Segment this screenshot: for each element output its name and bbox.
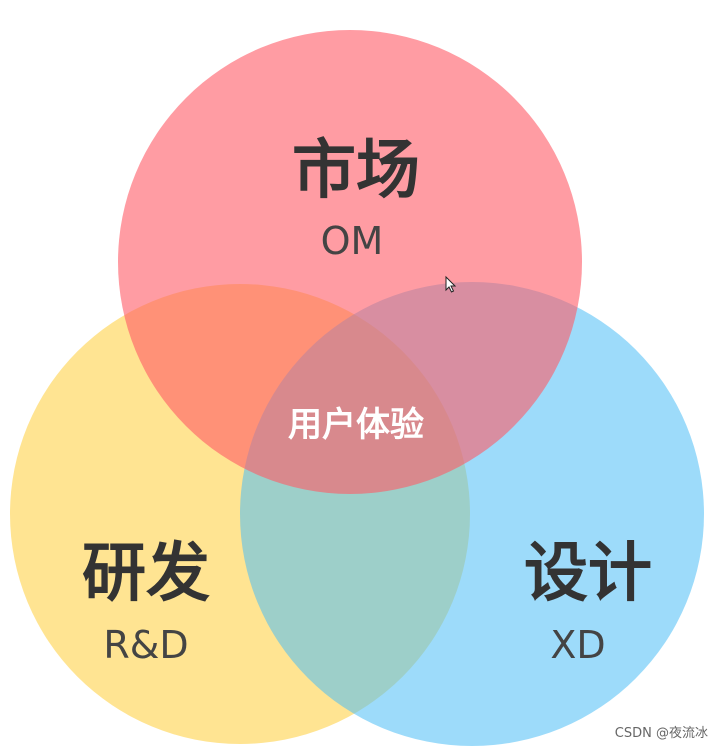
mouse-cursor-icon — [445, 275, 457, 293]
market-subtitle: OM — [321, 219, 384, 263]
design-subtitle: XD — [550, 623, 605, 667]
market-circle — [118, 30, 582, 494]
market-title: 市场 — [292, 134, 420, 208]
rnd-subtitle: R&D — [103, 623, 188, 667]
rnd-title: 研发 — [82, 537, 210, 611]
design-title: 设计 — [524, 537, 652, 611]
center-label: 用户体验 — [288, 405, 424, 445]
watermark: CSDN @夜流冰 — [615, 726, 708, 741]
